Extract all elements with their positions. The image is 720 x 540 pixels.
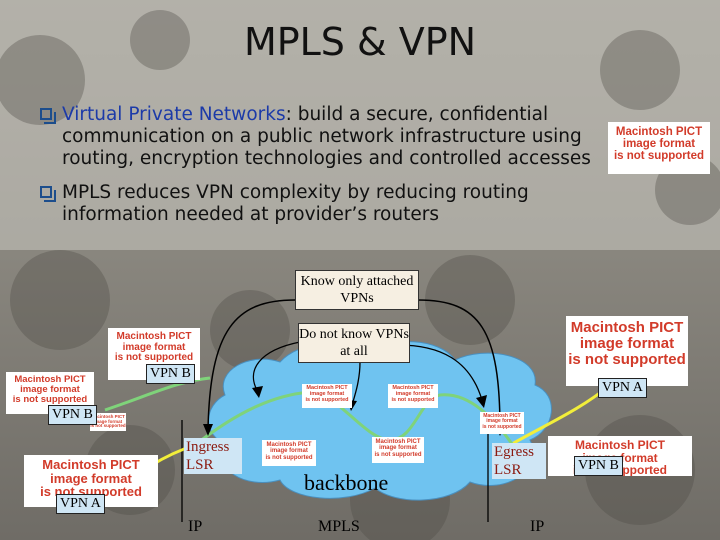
arrowhead-icon [203,424,213,436]
pict-line: image format [93,418,123,424]
pict-line: Macintosh PICT [392,385,434,391]
pict-line: image format [20,383,80,395]
vpn-b-tag: VPN B [48,405,97,425]
pict-line: Macintosh PICT [615,126,703,138]
pict-line: image format [395,390,431,397]
arrowhead-icon [476,395,487,408]
ingress-lsr-text: Ingress LSR [186,439,230,473]
pict-line: is not supported [482,423,522,430]
know-only-arrow-right [417,299,501,431]
pict-line: image format [379,445,417,452]
bullet-mpls-benefit: MPLS reduces VPN complexity by reducing … [40,182,622,226]
pict-line: Macintosh PICT [266,442,312,448]
bullet-vpn-definition: Virtual Private Networks: build a secure… [40,104,622,170]
know-only-arrow-left [207,299,296,431]
checkbox-bullet-icon [40,186,56,202]
bullet-highlight: Virtual Private Networks [62,104,286,125]
pict-line: image format [579,334,675,352]
pict-line: image format [50,470,132,486]
pict-line: Macintosh PICT [574,438,665,452]
pict-line: image format [622,138,696,151]
pict-line: is not supported [374,451,422,458]
pict-line: Macintosh PICT [42,457,140,472]
pict-line: is not supported [12,393,88,405]
vpn-a-tag: VPN A [598,378,647,398]
do-not-know-note: Do not know VPNs at all [298,323,410,363]
pict-line: Macintosh PICT [570,319,684,336]
backbone-label: backbone [304,470,389,495]
pict-line: is not supported [305,396,349,403]
pict-line: image format [270,448,308,455]
do-not-know-arrow-right [397,344,483,401]
pict-placeholder-image: Macintosh PICT image format is not suppo… [608,122,710,174]
checkbox-bullet-icon [40,108,56,124]
page-title: MPLS & VPN [243,20,477,64]
bullet-text: : build a secure, confidential communica… [62,104,591,169]
egress-lsr-text: Egress LSR [494,444,534,478]
pict-line: is not supported [568,350,686,368]
pict-line: is not supported [265,454,313,461]
pict-line: is not supported [613,150,705,163]
vpn-b-tag: VPN B [574,456,623,476]
pict-line: image format [309,390,345,397]
ip-label-left: IP [188,518,203,535]
mpls-label: MPLS [318,518,360,535]
pict-line: Macintosh PICT [375,439,421,445]
pict-line: Macintosh PICT [116,331,192,342]
vpn-b-tag: VPN B [146,364,195,384]
pict-line: is not supported [391,396,435,403]
pict-line: is not supported [90,423,126,429]
pict-line: is not supported [114,352,194,363]
pict-line: Macintosh PICT [483,413,521,419]
know-only-note: Know only attached VPNs [295,270,419,310]
pict-line: image format [486,418,518,425]
pict-line: Macintosh PICT [14,374,86,385]
vpn-a-tag: VPN A [56,494,105,514]
arrowhead-icon [252,386,263,398]
do-not-know-arrow-left [252,341,301,393]
ingress-lsr-label: Ingress LSR [184,438,242,474]
ip-label-right: IP [530,518,545,535]
pict-line: Macintosh PICT [306,385,348,391]
pict-line: image format [122,341,186,353]
egress-lsr-label: Egress LSR [492,443,546,479]
bullet-text: MPLS reduces VPN complexity by reducing … [62,182,529,225]
pict-line: Macintosh PICT [91,414,125,419]
